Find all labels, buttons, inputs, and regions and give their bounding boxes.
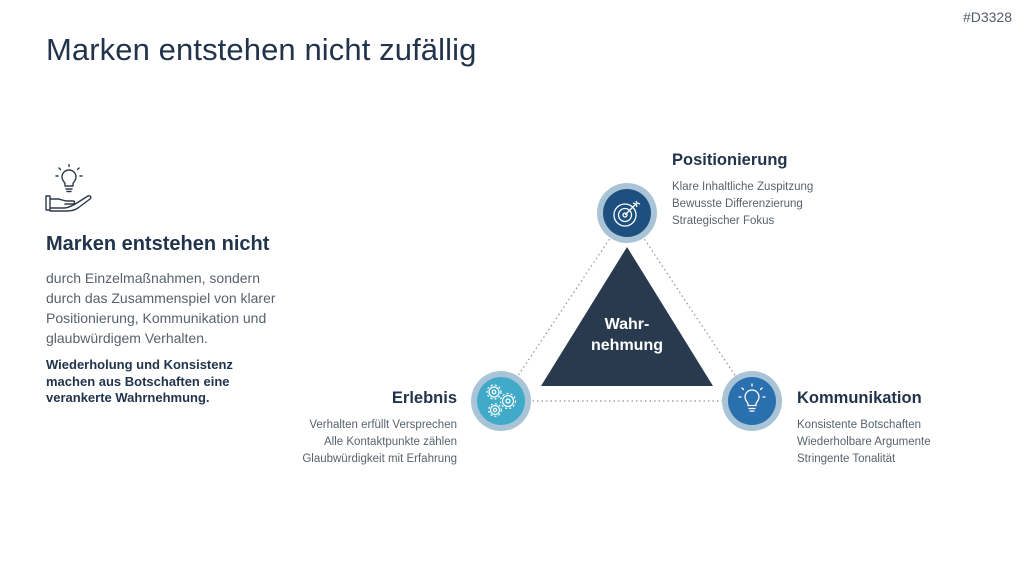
list-item: Glaubwürdigkeit mit Erfahrung bbox=[302, 453, 457, 465]
erlebnis-title: Erlebnis bbox=[391, 389, 457, 407]
erlebnis-list: Verhalten erfüllt Versprechen Alle Konta… bbox=[277, 417, 457, 468]
kommunikation-node bbox=[722, 371, 782, 431]
kommunikation-list: Konsistente Botschaften Wiederholbare Ar… bbox=[797, 417, 931, 468]
center-label: Wahr- nehmung bbox=[577, 314, 677, 356]
list-item: Bewusste Differenzierung bbox=[672, 198, 803, 210]
list-item: Verhalten erfüllt Versprechen bbox=[309, 419, 457, 431]
list-item: Wiederholbare Argumente bbox=[797, 436, 931, 448]
left-body-text: durch Einzelmaßnahmen, sondern durch das… bbox=[46, 270, 276, 346]
list-item: Stringente Tonalität bbox=[797, 453, 896, 465]
list-item: Strategischer Fokus bbox=[672, 215, 775, 227]
center-triangle bbox=[541, 247, 713, 386]
positionierung-title: Positionierung bbox=[672, 151, 788, 169]
page-title: Marken entstehen nicht zufällig bbox=[46, 32, 477, 67]
erlebnis-node bbox=[471, 371, 531, 431]
document-id: #D3328 bbox=[962, 9, 1012, 25]
left-emphasis-text: Wiederholung und Konsistenz machen aus B… bbox=[46, 357, 233, 405]
target-arrow-icon bbox=[613, 200, 641, 227]
list-item: Alle Kontaktpunkte zählen bbox=[324, 436, 457, 448]
positionierung-list: Klare Inhaltliche Zuspitzung Bewusste Di… bbox=[672, 179, 813, 230]
center-label-line2: nehmung bbox=[591, 337, 663, 354]
gears-icon bbox=[486, 384, 517, 417]
center-label-line1: Wahr- bbox=[604, 316, 650, 333]
positionierung-node bbox=[597, 183, 657, 243]
left-heading: Marken entstehen nicht bbox=[46, 233, 270, 255]
kommunikation-title: Kommunikation bbox=[797, 389, 922, 407]
lightbulb-icon bbox=[738, 383, 766, 412]
dotted-triangle-outline bbox=[500, 212, 753, 402]
list-item: Klare Inhaltliche Zuspitzung bbox=[672, 181, 814, 193]
list-item: Konsistente Botschaften bbox=[797, 419, 922, 431]
hand-lightbulb-icon bbox=[45, 164, 92, 212]
